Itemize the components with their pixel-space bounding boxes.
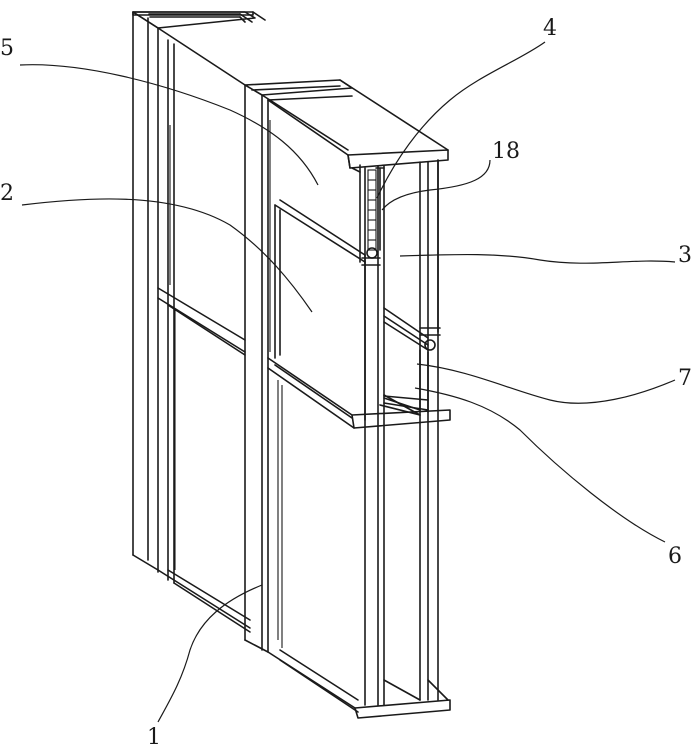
callout-3: 3: [678, 243, 692, 268]
middle-column: [244, 84, 269, 653]
front-bottom-beam: [267, 649, 451, 719]
callout-5: 5: [0, 36, 14, 61]
leader-1: [157, 584, 263, 723]
leader-6: [414, 387, 666, 543]
leader-18: [381, 159, 491, 211]
callout-18: 18: [492, 139, 520, 164]
callout-2: 2: [0, 181, 14, 206]
leader-7: [416, 363, 676, 404]
panels: [169, 120, 366, 648]
leader-5: [19, 64, 319, 186]
leader-4: [376, 41, 546, 199]
callout-1: 1: [147, 725, 161, 750]
rear-top-beam: [132, 11, 256, 29]
leader-lines: [19, 41, 676, 723]
front-top-beam: [244, 79, 449, 169]
leader-2: [21, 198, 313, 313]
lift-mechanism: [361, 167, 441, 413]
callout-6: 6: [668, 544, 682, 569]
callout-4: 4: [543, 16, 557, 41]
callout-labels: 5 2 4 18 3 7 6 1: [0, 16, 692, 750]
callout-7: 7: [678, 366, 692, 391]
front-mid-beam: [267, 357, 451, 429]
leader-3: [399, 253, 676, 264]
